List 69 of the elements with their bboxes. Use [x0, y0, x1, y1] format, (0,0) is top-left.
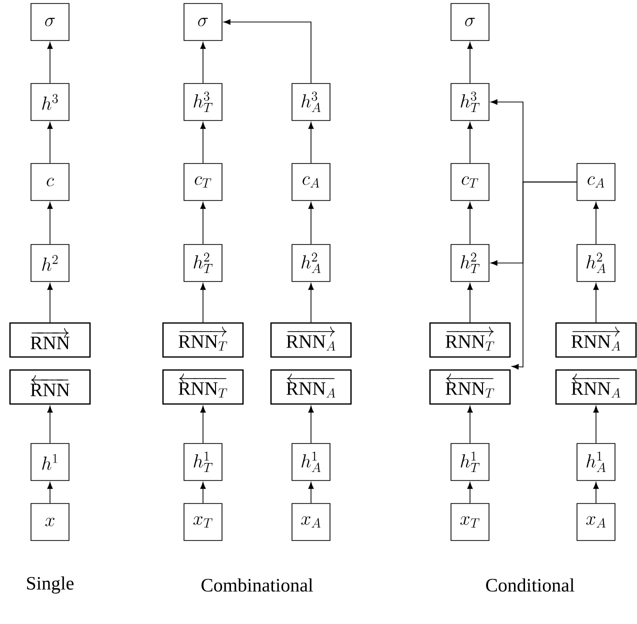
rnn-box: $\overleftarrow{\mathrm{RNN}_T}$: [429, 369, 511, 405]
arrow: [200, 482, 206, 504]
variable-box: $x_A$: [576, 503, 616, 541]
rnn-box: $\overrightarrow{\mathrm{RNN}}$: [9, 322, 91, 358]
arrow: [593, 202, 599, 244]
variable-box: $h^2_A$: [576, 244, 616, 282]
variable-box: $\sigma$: [450, 3, 490, 41]
arrow: [467, 42, 473, 84]
arrow: [308, 283, 314, 323]
variable-box: $x_A$: [292, 503, 330, 541]
arrow: [593, 406, 599, 444]
variable-box: $h^1_T$: [450, 443, 490, 481]
variable-box: $x$: [30, 503, 70, 541]
rnn-box: $\overleftarrow{\mathrm{RNN}_A}$: [555, 369, 637, 405]
arrow: [47, 42, 53, 84]
arrow: [593, 283, 599, 323]
variable-box: $h^3_T$: [184, 83, 222, 121]
variable-box: $h^3_A$: [292, 83, 330, 121]
variable-box: $h^1_A$: [576, 443, 616, 481]
column-label: Combinational: [202, 578, 313, 592]
rnn-box: $\overleftarrow{\mathrm{RNN}_A}$: [270, 369, 352, 405]
arrow: [47, 283, 53, 323]
variable-box: $\sigma$: [30, 3, 70, 41]
column-label: Conditional: [486, 578, 574, 592]
arrow: [308, 406, 314, 444]
rnn-box: $\overleftarrow{\mathrm{RNN}_T}$: [162, 369, 244, 405]
variable-box: $h^1_T$: [184, 443, 222, 481]
arrow: [47, 482, 53, 504]
variable-box: $h^2_A$: [292, 244, 330, 282]
arrow: [467, 482, 473, 504]
variable-box: $h^2_T$: [450, 244, 490, 282]
rnn-box: $\overrightarrow{\mathrm{RNN}_T}$: [429, 322, 511, 358]
column-label: Single: [27, 576, 74, 594]
arrow: [47, 406, 53, 444]
arrow: [467, 122, 473, 164]
variable-box: $x_T$: [184, 503, 222, 541]
variable-box: $c_A$: [576, 163, 616, 201]
arrow: [200, 283, 206, 323]
arrow: [308, 202, 314, 244]
variable-box: $c_A$: [292, 163, 330, 201]
variable-box: $\sigma$: [184, 3, 222, 41]
arrow: [467, 406, 473, 444]
variable-box: $c_T$: [184, 163, 222, 201]
arrow: [308, 122, 314, 164]
rnn-box: $\overrightarrow{\mathrm{RNN}_A}$: [270, 322, 352, 358]
variable-box: $h^2_T$: [184, 244, 222, 282]
variable-box: $c$: [30, 163, 70, 201]
arrow: [593, 482, 599, 504]
arrow: [200, 202, 206, 244]
rnn-box: $\overrightarrow{\mathrm{RNN}_T}$: [162, 322, 244, 358]
arrow: [200, 42, 206, 84]
variable-box: $h^1$: [30, 443, 70, 481]
variable-box: $h^3_T$: [450, 83, 490, 121]
variable-box: $h^1_A$: [292, 443, 330, 481]
rnn-box: $\overrightarrow{\mathrm{RNN}_A}$: [555, 322, 637, 358]
arrow: [47, 202, 53, 244]
variable-box: $h^2$: [30, 244, 70, 282]
arrow: [200, 122, 206, 164]
arrow: [200, 406, 206, 444]
arrow: [308, 482, 314, 504]
variable-box: $x_T$: [450, 503, 490, 541]
rnn-box: $\overleftarrow{\mathrm{RNN}}$: [9, 369, 91, 405]
variable-box: $c_T$: [450, 163, 490, 201]
arrow: [224, 19, 312, 84]
variable-box: $h^3$: [30, 83, 70, 121]
arrow: [467, 202, 473, 244]
arrow: [47, 122, 53, 164]
arrow: [512, 182, 577, 370]
arrow: [467, 283, 473, 323]
